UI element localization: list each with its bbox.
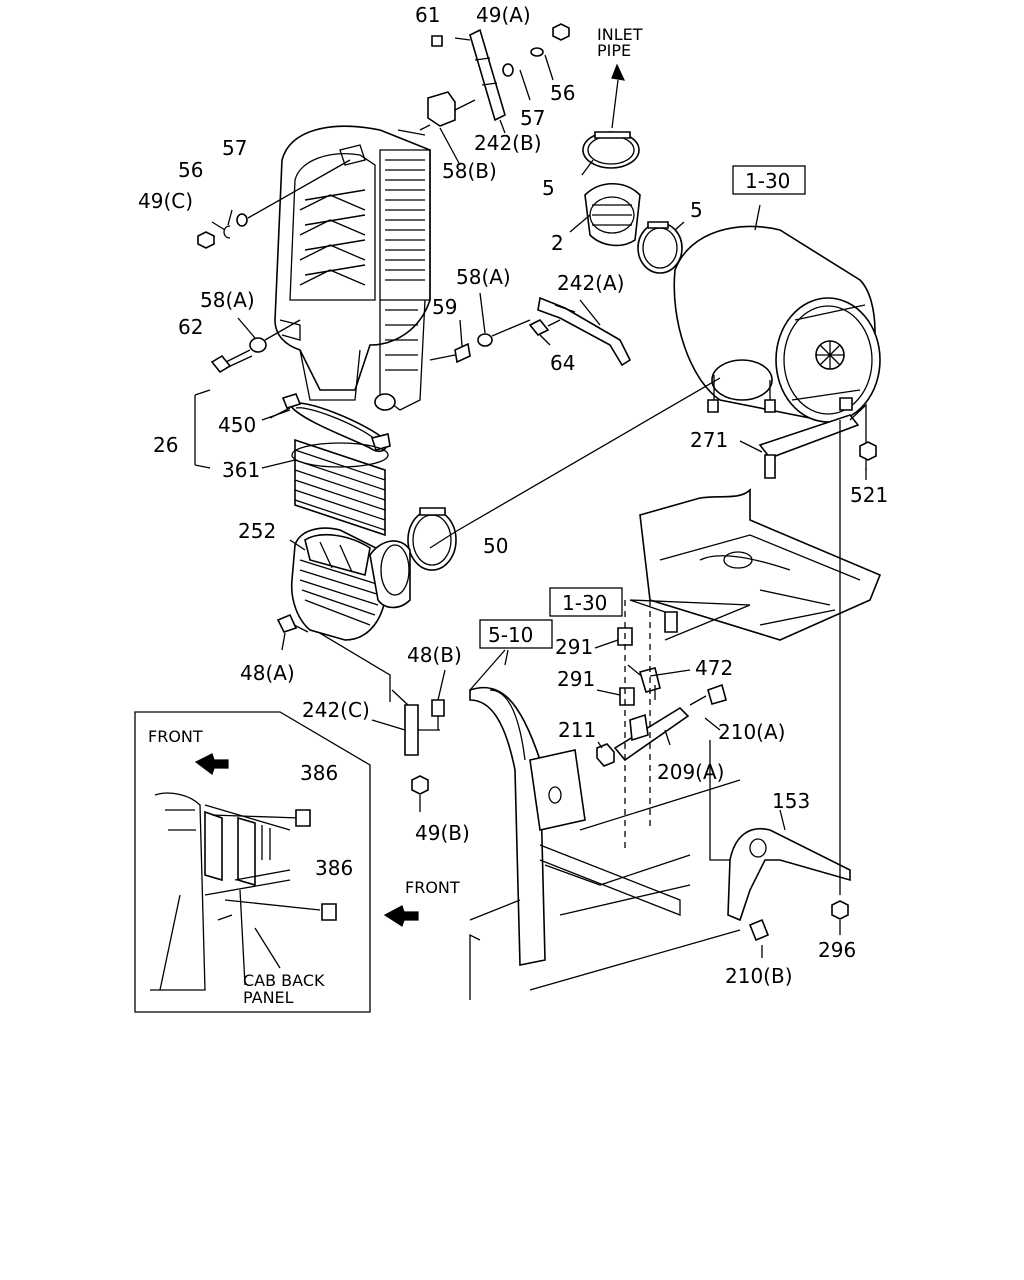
bolt-211 <box>596 743 615 767</box>
front-label-inset: FRONT <box>148 727 203 746</box>
callout-26: 26 <box>153 433 178 457</box>
callout-5-upper: 5 <box>542 176 555 200</box>
front-label-main: FRONT <box>405 878 460 897</box>
hose-2 <box>584 183 641 247</box>
callout-2: 2 <box>551 231 564 255</box>
callout-450: 450 <box>218 413 256 437</box>
callout-57-left: 57 <box>222 136 247 160</box>
bolt-64 <box>528 318 561 337</box>
clamp-5-right <box>637 221 683 274</box>
washer-56-top <box>530 47 544 57</box>
callout-59: 59 <box>432 295 457 319</box>
callout-58a-mid: 58(A) <box>456 265 511 289</box>
inlet-label-line2: PIPE <box>597 41 631 60</box>
callout-57-top: 57 <box>520 106 545 130</box>
collar-58a-left <box>249 337 267 353</box>
bracket-242c <box>391 689 440 756</box>
cab-back-label-line2: PANEL <box>243 988 294 1007</box>
inset-cab-back-panel <box>134 711 371 1013</box>
leader-lines <box>211 54 867 958</box>
bracket-153 <box>727 828 851 922</box>
callout-210b: 210(B) <box>725 964 793 988</box>
bracket-242a <box>537 296 632 367</box>
callout-61: 61 <box>415 3 440 27</box>
callout-211: 211 <box>558 718 596 742</box>
clamp-5-upper <box>582 131 640 169</box>
washer-57-left <box>236 213 248 227</box>
bolt-291-b <box>619 687 635 706</box>
nut-49a <box>552 23 570 41</box>
callout-48b: 48(B) <box>407 643 462 667</box>
bracket-271 <box>758 403 867 479</box>
air-intake-duct <box>274 125 431 411</box>
callout-271: 271 <box>690 428 728 452</box>
callout-49b: 49(B) <box>415 821 470 845</box>
callout-472: 472 <box>695 656 733 680</box>
callout-50: 50 <box>483 534 508 558</box>
callout-48a: 48(A) <box>240 661 295 685</box>
collar-58a-mid <box>477 333 493 347</box>
ref-box-5-10 <box>479 619 553 649</box>
spacer-59 <box>454 342 471 364</box>
inlet-label-line1: INLET <box>597 25 643 44</box>
bolt-210b <box>748 918 770 942</box>
frame-pillar-5-10 <box>469 649 586 966</box>
ref-box-1-30-mid <box>549 587 623 617</box>
callout-58a-left: 58(A) <box>200 288 255 312</box>
nut-521 <box>859 441 877 461</box>
nut-296 <box>831 900 849 920</box>
callout-153: 153 <box>772 789 810 813</box>
clip-56-left <box>223 225 231 239</box>
nut-49c <box>197 231 215 249</box>
bellows-361 <box>291 438 389 537</box>
callout-521: 521 <box>850 483 888 507</box>
bolt-210a <box>689 683 727 706</box>
callout-242c: 242(C) <box>302 698 370 722</box>
washer-57-top <box>502 63 514 77</box>
bolt-1-30-mid <box>664 611 678 633</box>
callout-386-b: 386 <box>315 856 353 880</box>
callout-49a: 49(A) <box>476 3 531 27</box>
front-arrow-main <box>383 905 419 927</box>
frame-crossmember <box>469 779 741 1000</box>
bolt-48b <box>431 699 445 730</box>
mount-rubber-58b <box>419 91 476 131</box>
callout-56-left: 56 <box>178 158 203 182</box>
nut-49b <box>411 775 429 795</box>
callout-56-top: 56 <box>550 81 575 105</box>
callout-291-a: 291 <box>555 635 593 659</box>
callout-58b: 58(B) <box>442 159 497 183</box>
cab-back-label-line1: CAB BACK <box>243 971 325 990</box>
callout-296: 296 <box>818 938 856 962</box>
bracket-242b <box>431 28 506 122</box>
callout-64: 64 <box>550 351 575 375</box>
callout-252: 252 <box>238 519 276 543</box>
ref-box-1-30-top <box>732 165 806 195</box>
ref-1-30-mid: 1-30 <box>562 591 607 615</box>
inlet-arrow <box>611 63 626 129</box>
callout-242b: 242(B) <box>474 131 542 155</box>
ref-5-10: 5-10 <box>488 623 533 647</box>
air-cleaner <box>673 225 881 423</box>
bolt-48a <box>276 613 309 633</box>
callout-361: 361 <box>222 458 260 482</box>
callout-209a: 209(A) <box>657 760 724 784</box>
bracket-209a <box>613 706 690 762</box>
callout-49c: 49(C) <box>138 189 193 213</box>
elbow-252 <box>290 527 411 641</box>
callout-5-right: 5 <box>690 198 703 222</box>
callout-291-b: 291 <box>557 667 595 691</box>
callout-210a: 210(A) <box>718 720 785 744</box>
clamp-50 <box>407 507 457 571</box>
callout-386-a: 386 <box>300 761 338 785</box>
bolt-62 <box>210 349 253 374</box>
callout-62: 62 <box>178 315 203 339</box>
callout-242a: 242(A) <box>557 271 624 295</box>
ref-1-30-top: 1-30 <box>745 169 790 193</box>
